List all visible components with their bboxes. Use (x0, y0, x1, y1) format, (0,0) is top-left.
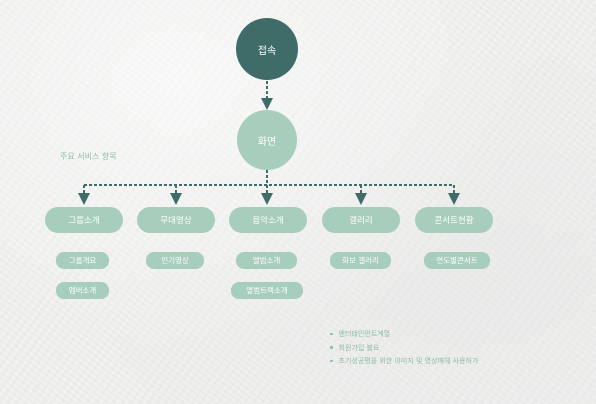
note-text: 엔터테인먼트계열 (338, 330, 391, 338)
category-label: 갤러리 (349, 216, 373, 226)
note-text: 회원가입 불요 (338, 343, 380, 352)
sub-item-label: 앨범소개 (252, 256, 281, 265)
screen-node[interactable]: 화면 (237, 110, 297, 170)
sub-item-label: 그룹개요 (68, 256, 97, 265)
note-item: 회원가입 불요 (330, 342, 478, 356)
category-group-intro[interactable]: 그룹소개 (45, 207, 123, 233)
sub-item-label: 연도별콘서트 (436, 256, 478, 265)
category-label: 음악소개 (252, 216, 284, 226)
category-music-intro[interactable]: 음악소개 (229, 207, 307, 233)
sub-item-popular-video[interactable]: 인기영상 (146, 252, 204, 269)
notes-list: 엔터테인먼트계열 회원가입 불요 초기성공평을 위한 이미지 및 영상매체 사용… (330, 328, 478, 369)
category-label: 그룹소개 (68, 216, 100, 226)
category-concert-status[interactable]: 콘서트현황 (415, 207, 493, 233)
bullet-icon (330, 332, 333, 336)
screen-node-label: 화면 (257, 136, 277, 148)
access-node[interactable]: 접속 (236, 18, 298, 80)
bullet-icon (330, 359, 333, 363)
sub-item-group-overview[interactable]: 그룹개요 (56, 252, 109, 269)
category-stage-video[interactable]: 무대영상 (137, 207, 215, 233)
sub-item-member-intro[interactable]: 멤버소개 (56, 282, 109, 299)
access-node-label: 접속 (257, 45, 277, 57)
section-label: 주요 서비스 항목 (60, 152, 117, 161)
sub-item-album-track-intro[interactable]: 앨범트랙소개 (231, 282, 303, 299)
sub-item-yearly-concert[interactable]: 연도별콘서트 (424, 252, 490, 269)
sub-item-photo-gallery[interactable]: 화보 갤러리 (330, 252, 391, 269)
sub-item-label: 앨범트랙소개 (246, 286, 288, 295)
note-item: 엔터테인먼트계열 (330, 328, 478, 342)
note-item: 초기성공평을 위한 이미지 및 영상매체 사용허가 (330, 355, 478, 369)
sub-item-label: 화보 갤러리 (342, 256, 379, 265)
sub-item-album-intro[interactable]: 앨범소개 (236, 252, 297, 269)
sub-item-label: 인기영상 (161, 256, 189, 265)
note-text: 초기성공평을 위한 이미지 및 영상매체 사용허가 (338, 357, 479, 365)
bullet-icon (330, 346, 333, 349)
category-label: 콘서트현황 (434, 216, 474, 226)
sub-item-label: 멤버소개 (68, 286, 97, 295)
category-label: 무대영상 (160, 216, 192, 226)
category-gallery[interactable]: 갤러리 (322, 207, 400, 233)
